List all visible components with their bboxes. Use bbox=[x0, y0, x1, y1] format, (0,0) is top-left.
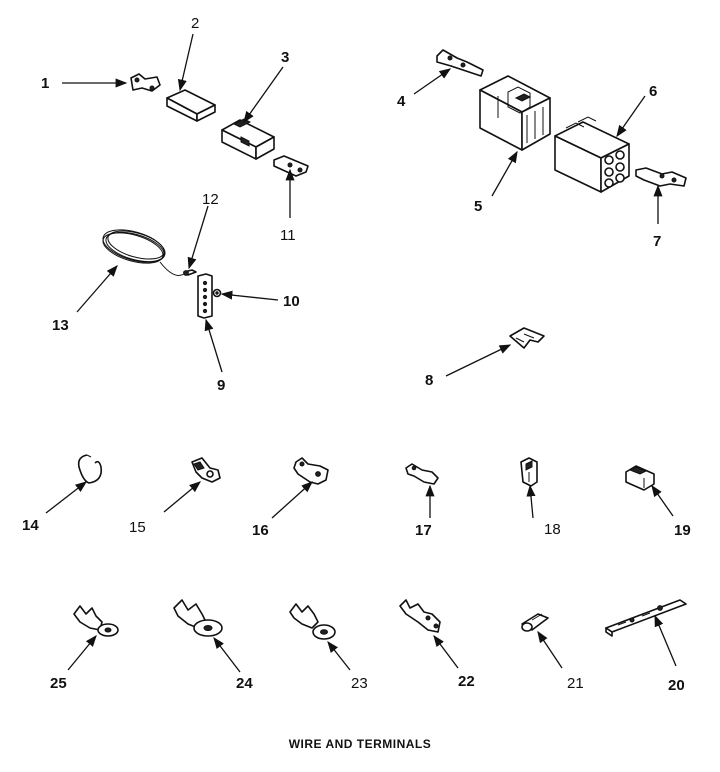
callout-18: 18 bbox=[544, 521, 561, 538]
callout-22: 22 bbox=[458, 673, 475, 690]
callout-13: 13 bbox=[52, 317, 69, 334]
part-1-terminal bbox=[130, 73, 161, 92]
part-17-terminal bbox=[405, 463, 439, 485]
callout-1: 1 bbox=[41, 75, 49, 92]
leader-14 bbox=[45, 481, 88, 514]
callout-3: 3 bbox=[281, 49, 289, 66]
leader-5 bbox=[491, 150, 518, 197]
callout-9: 9 bbox=[217, 377, 225, 394]
part-23-ring-terminal bbox=[289, 603, 336, 640]
part-21-butt-splice bbox=[521, 613, 549, 632]
callout-2: 2 bbox=[191, 15, 199, 32]
leader-6 bbox=[616, 95, 646, 138]
part-19-connector bbox=[625, 465, 655, 491]
callout-10: 10 bbox=[283, 293, 300, 310]
leader-19 bbox=[651, 484, 674, 517]
leader-24 bbox=[213, 636, 241, 673]
part-13-wire-coil bbox=[102, 229, 191, 276]
leader-2 bbox=[177, 33, 194, 92]
callout-11: 11 bbox=[280, 227, 296, 244]
leader-18 bbox=[526, 484, 536, 519]
callout-17: 17 bbox=[415, 522, 432, 539]
part-25-ring-terminal bbox=[73, 605, 119, 637]
leader-13 bbox=[76, 265, 118, 313]
callout-21: 21 bbox=[567, 675, 584, 692]
callout-12: 12 bbox=[202, 191, 219, 208]
part-10-nut bbox=[212, 288, 222, 298]
callout-4: 4 bbox=[397, 93, 406, 110]
part-11-terminal bbox=[273, 155, 309, 177]
leader-12 bbox=[187, 205, 209, 270]
leader-16 bbox=[271, 481, 313, 519]
part-14-wire-hook bbox=[77, 454, 103, 484]
callout-5: 5 bbox=[474, 198, 482, 215]
leader-23 bbox=[327, 640, 351, 671]
part-9-ground-strap bbox=[197, 273, 213, 319]
part-6-receptacle bbox=[554, 116, 630, 193]
callout-25: 25 bbox=[50, 675, 67, 692]
callout-23: 23 bbox=[351, 675, 368, 692]
part-20-bus-bar bbox=[605, 599, 687, 637]
part-7-terminal bbox=[635, 167, 687, 187]
callout-20: 20 bbox=[668, 677, 685, 694]
leader-21 bbox=[537, 630, 563, 669]
callout-19: 19 bbox=[674, 522, 691, 539]
part-3-connector bbox=[221, 118, 275, 160]
callout-15: 15 bbox=[129, 519, 146, 536]
leader-4 bbox=[413, 68, 452, 95]
diagram-caption: WIRE AND TERMINALS bbox=[288, 737, 432, 751]
part-15-cable-clamp bbox=[191, 457, 221, 483]
callout-14: 14 bbox=[22, 517, 39, 534]
callout-24: 24 bbox=[236, 675, 253, 692]
leader-20 bbox=[654, 614, 677, 667]
leader-8 bbox=[445, 344, 512, 377]
callout-6: 6 bbox=[649, 83, 657, 100]
part-12-screw bbox=[183, 269, 197, 276]
callout-16: 16 bbox=[252, 522, 269, 539]
part-16-terminal bbox=[293, 457, 329, 485]
part-18-terminal bbox=[520, 457, 538, 487]
part-4-terminal bbox=[436, 49, 484, 77]
leader-3 bbox=[243, 66, 284, 124]
part-2-housing bbox=[166, 89, 216, 122]
part-22-terminal bbox=[399, 599, 441, 633]
leader-25 bbox=[67, 634, 97, 671]
part-8-clip bbox=[509, 327, 545, 349]
leader-9 bbox=[204, 318, 223, 373]
leader-22 bbox=[433, 634, 459, 669]
part-24-ring-terminal bbox=[173, 599, 223, 637]
leader-10 bbox=[220, 290, 279, 301]
callout-8: 8 bbox=[425, 372, 433, 389]
part-5-plug-housing bbox=[479, 75, 551, 151]
callout-7: 7 bbox=[653, 233, 661, 250]
leader-15 bbox=[163, 481, 201, 513]
